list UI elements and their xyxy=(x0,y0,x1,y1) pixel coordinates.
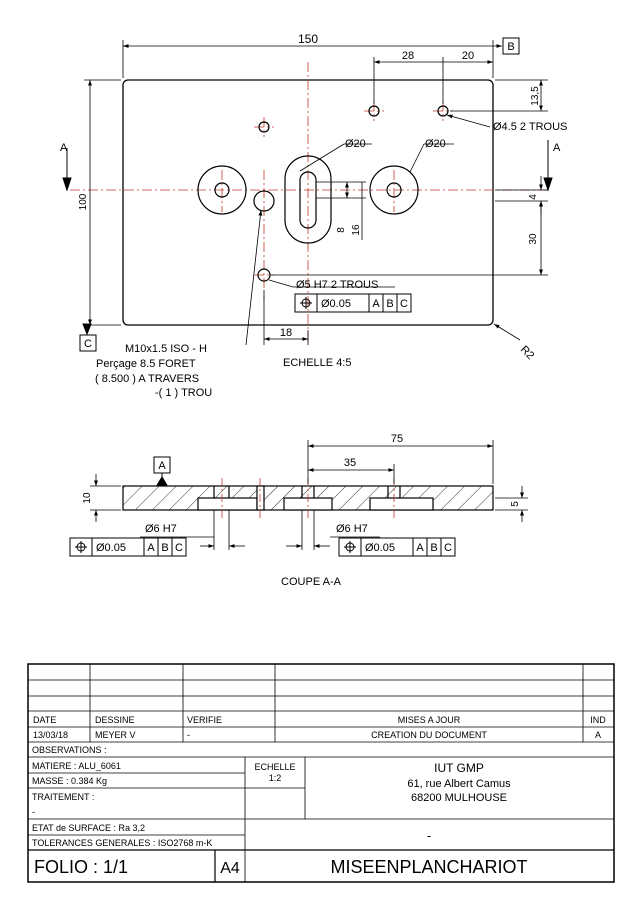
h-date: DATE xyxy=(33,715,56,725)
section-a-left: A xyxy=(60,142,68,154)
holes xyxy=(197,105,449,282)
fcf-top: Ø0.05 A B C xyxy=(294,293,412,313)
datum-b-box xyxy=(502,37,520,55)
dim-30: 30 xyxy=(528,233,539,245)
radius-r2: R2 xyxy=(518,344,536,362)
fcf-section-left: Ø0.05 A B C xyxy=(69,537,187,557)
thread-line-3: ( 8.500 ) A TRAVERS xyxy=(95,373,199,385)
top-view: B C 150 28 20 13,5 Ø4.5 2 TROUS A A Ø20 … xyxy=(60,32,567,399)
fcf-b: B xyxy=(430,542,437,554)
datum-c-box xyxy=(79,334,97,352)
title-block-text: DATE DESSINE VERIFIE MISES A JOUR IND 13… xyxy=(32,715,606,877)
datum-a: A xyxy=(158,460,166,472)
folio: FOLIO : 1/1 xyxy=(34,857,128,877)
dim-height: 100 xyxy=(78,193,89,210)
dim-d20-left: Ø20 xyxy=(345,138,366,150)
matiere: MATIERE : ALU_6061 xyxy=(32,761,121,771)
fcf-a: A xyxy=(147,542,155,554)
note-d5: Ø5 H7 2 TROUS xyxy=(296,279,378,291)
dim-5: 5 xyxy=(510,501,521,507)
dim-10: 10 xyxy=(82,492,93,504)
section-a-right: A xyxy=(553,142,561,154)
h-dessine: DESSINE xyxy=(95,715,135,725)
fcf-b: B xyxy=(161,542,168,554)
org-addr2: 68200 MULHOUSE xyxy=(411,792,507,804)
masse: MASSE : 0.384 Kg xyxy=(32,776,107,786)
dim-4: 4 xyxy=(528,194,539,200)
dim-18: 18 xyxy=(280,327,292,339)
thread-line-1: M10x1.5 ISO - H xyxy=(125,343,207,355)
dim-16: 16 xyxy=(351,224,362,236)
dim-8: 8 xyxy=(336,227,347,233)
dim-13-5: 13,5 xyxy=(530,86,541,106)
slot-inner xyxy=(299,171,317,229)
dim-20: 20 xyxy=(462,50,474,62)
format: A4 xyxy=(220,860,240,877)
fcf-b: B xyxy=(386,298,393,310)
observations: OBSERVATIONS : xyxy=(32,745,107,755)
h-verifie: VERIFIE xyxy=(187,715,222,725)
fcf-c: C xyxy=(444,542,452,554)
note-d45: Ø4.5 2 TROUS xyxy=(493,121,567,133)
fcf-tol: Ø0.05 xyxy=(321,298,351,310)
fcf-tol: Ø0.05 xyxy=(365,542,395,554)
v-date: 13/03/18 xyxy=(33,730,68,740)
section-title: COUPE A-A xyxy=(281,576,342,588)
fcf-a: A xyxy=(416,542,424,554)
fcf-section-right: Ø0.05 A B C xyxy=(338,537,456,557)
center-lines xyxy=(70,62,550,342)
datum-b: B xyxy=(507,41,514,53)
dim-width: 150 xyxy=(298,32,318,46)
dim-28: 28 xyxy=(402,50,414,62)
thread-line-4: -( 1 ) TROU xyxy=(155,387,212,399)
dim-d20-right: Ø20 xyxy=(425,138,446,150)
fcf-tol: Ø0.05 xyxy=(96,542,126,554)
org-name: IUT GMP xyxy=(434,761,484,775)
h-mises: MISES A JOUR xyxy=(398,715,461,725)
echelle-val: 1:2 xyxy=(269,773,282,783)
hole-boss-right xyxy=(369,165,419,215)
thread-line-2: Perçage 8.5 FORET xyxy=(96,358,196,370)
traitement: TRAITEMENT : xyxy=(32,792,94,802)
v-verifie: - xyxy=(187,730,190,740)
v-ind: A xyxy=(595,730,601,740)
datum-c: C xyxy=(84,338,92,350)
section-view: A 75 35 10 5 Ø6 H7 Ø6 H7 Ø0.05 A B C xyxy=(69,433,528,588)
fcf-a: A xyxy=(372,298,380,310)
traitement-val: - xyxy=(32,807,35,817)
drawing-name: MISEENPLANCHARIOT xyxy=(330,857,527,877)
slot-outer xyxy=(284,155,332,244)
v-dessine: MEYER V xyxy=(95,730,136,740)
v-mises: CREATION DU DOCUMENT xyxy=(371,730,487,740)
echelle-label: ECHELLE xyxy=(254,762,295,772)
fcf-c: C xyxy=(175,542,183,554)
title-block xyxy=(27,663,615,883)
hole-boss-left xyxy=(197,165,247,215)
tolerances: TOLERANCES GENERALES : ISO2768 m-K xyxy=(32,838,212,848)
hole-thread xyxy=(253,190,275,212)
dash-field: - xyxy=(427,828,431,843)
h-ind: IND xyxy=(590,715,606,725)
note-d6-right: Ø6 H7 xyxy=(336,523,368,535)
note-d6-left: Ø6 H7 xyxy=(145,523,177,535)
fcf-c: C xyxy=(400,298,408,310)
scale-note: ECHELLE 4:5 xyxy=(283,357,351,369)
dim-35: 35 xyxy=(344,457,356,469)
org-addr1: 61, rue Albert Camus xyxy=(407,778,511,790)
dim-75: 75 xyxy=(391,433,403,445)
etat-surface: ETAT de SURFACE : Ra 3,2 xyxy=(32,823,145,833)
